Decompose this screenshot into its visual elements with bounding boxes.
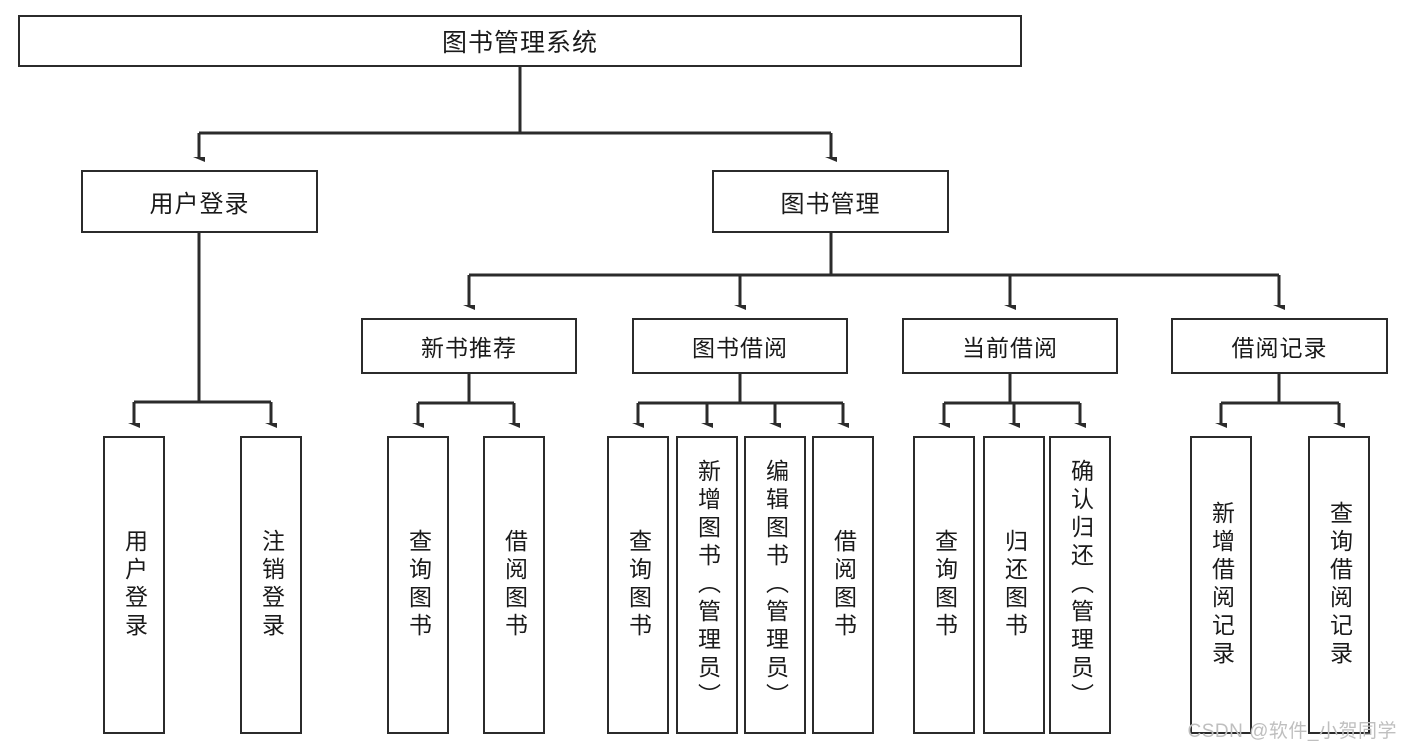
leaf-edit-book-admin[interactable]: 编辑图书（管理员） xyxy=(744,436,806,734)
leaf-query-book-current-label: 查询图书 xyxy=(931,529,958,641)
node-new-book-recommend-label: 新书推荐 xyxy=(421,335,517,361)
leaf-query-book-recommend-label: 查询图书 xyxy=(405,529,432,641)
node-root[interactable]: 图书管理系统 xyxy=(18,15,1022,67)
node-book-borrow[interactable]: 图书借阅 xyxy=(632,318,848,374)
leaf-return-book[interactable]: 归还图书 xyxy=(983,436,1045,734)
leaf-return-book-label: 归还图书 xyxy=(1001,529,1028,641)
leaf-borrow-book-label: 借阅图书 xyxy=(830,529,857,641)
leaf-query-book-recommend[interactable]: 查询图书 xyxy=(387,436,449,734)
node-borrow-record[interactable]: 借阅记录 xyxy=(1171,318,1388,374)
leaf-logout[interactable]: 注销登录 xyxy=(240,436,302,734)
node-book-management[interactable]: 图书管理 xyxy=(712,170,949,233)
leaf-user-login-label: 用户登录 xyxy=(121,529,148,641)
watermark-text: CSDN @软件_小贺同学 xyxy=(1187,721,1397,742)
leaf-confirm-return-admin[interactable]: 确认归还（管理员） xyxy=(1049,436,1111,734)
leaf-borrow-book-recommend-label: 借阅图书 xyxy=(501,529,528,641)
leaf-borrow-book-recommend[interactable]: 借阅图书 xyxy=(483,436,545,734)
node-book-borrow-label: 图书借阅 xyxy=(692,335,788,361)
node-current-borrow-label: 当前借阅 xyxy=(962,335,1058,361)
leaf-query-book-current[interactable]: 查询图书 xyxy=(913,436,975,734)
node-borrow-record-label: 借阅记录 xyxy=(1231,335,1328,361)
node-new-book-recommend[interactable]: 新书推荐 xyxy=(361,318,577,374)
leaf-confirm-return-admin-label: 确认归还（管理员） xyxy=(1067,459,1094,711)
leaf-add-book-admin-label: 新增图书（管理员） xyxy=(694,459,721,711)
leaf-borrow-book[interactable]: 借阅图书 xyxy=(812,436,874,734)
leaf-query-borrow-record[interactable]: 查询借阅记录 xyxy=(1308,436,1370,734)
node-current-borrow[interactable]: 当前借阅 xyxy=(902,318,1118,374)
node-user-login-label: 用户登录 xyxy=(149,191,250,218)
leaf-user-login[interactable]: 用户登录 xyxy=(103,436,165,734)
leaf-add-book-admin[interactable]: 新增图书（管理员） xyxy=(676,436,738,734)
leaf-add-borrow-record-label: 新增借阅记录 xyxy=(1208,501,1235,669)
leaf-edit-book-admin-label: 编辑图书（管理员） xyxy=(762,459,789,711)
leaf-add-borrow-record[interactable]: 新增借阅记录 xyxy=(1190,436,1252,734)
leaf-query-book-borrow-label: 查询图书 xyxy=(625,529,652,641)
leaf-query-borrow-record-label: 查询借阅记录 xyxy=(1326,501,1353,669)
node-root-label: 图书管理系统 xyxy=(441,29,598,57)
node-book-management-label: 图书管理 xyxy=(780,191,881,218)
leaf-query-book-borrow[interactable]: 查询图书 xyxy=(607,436,669,734)
node-user-login[interactable]: 用户登录 xyxy=(81,170,318,233)
leaf-logout-label: 注销登录 xyxy=(258,529,285,641)
